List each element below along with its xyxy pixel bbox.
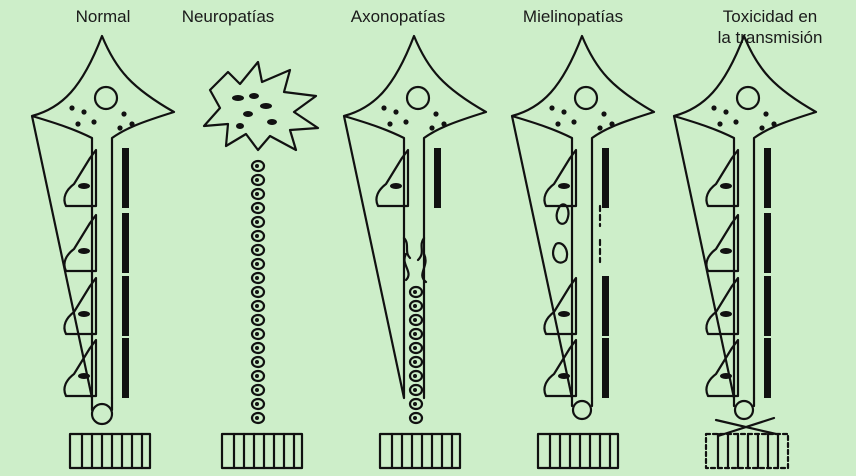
neuron-toxicidad: [674, 36, 816, 468]
neuron-axonopatias: [344, 36, 486, 468]
neuron-mielinopatias: [512, 36, 654, 468]
debris-column-2: [252, 161, 264, 423]
neuron-normal: [32, 36, 174, 468]
neuron-neuropatias: [204, 62, 318, 468]
muscle-block-toxicidad: [706, 434, 788, 468]
debris-column-3: [410, 287, 422, 423]
blocked-transmission-cross: [716, 418, 776, 436]
